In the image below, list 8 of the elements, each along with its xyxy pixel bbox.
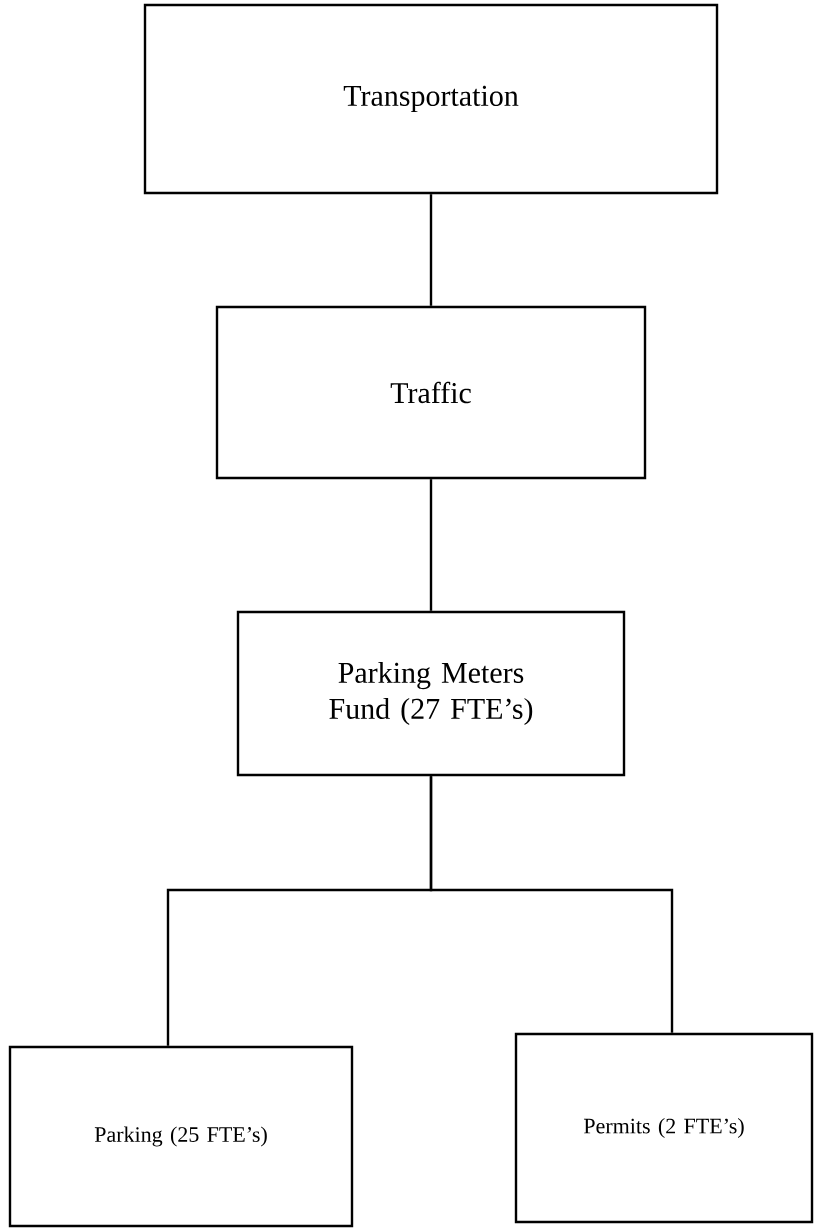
- connector-line: [429, 479, 433, 611]
- org-box: Transportation: [143, 3, 719, 195]
- org-box: Permits (2 FTE’s): [514, 1032, 814, 1224]
- org-box: Parking (25 FTE’s): [8, 1045, 354, 1228]
- org-box: Traffic: [215, 305, 647, 480]
- org-box: Parking Meters Fund (27 FTE’s): [236, 610, 626, 777]
- connector-line: [429, 776, 674, 1033]
- connector-line: [429, 194, 433, 306]
